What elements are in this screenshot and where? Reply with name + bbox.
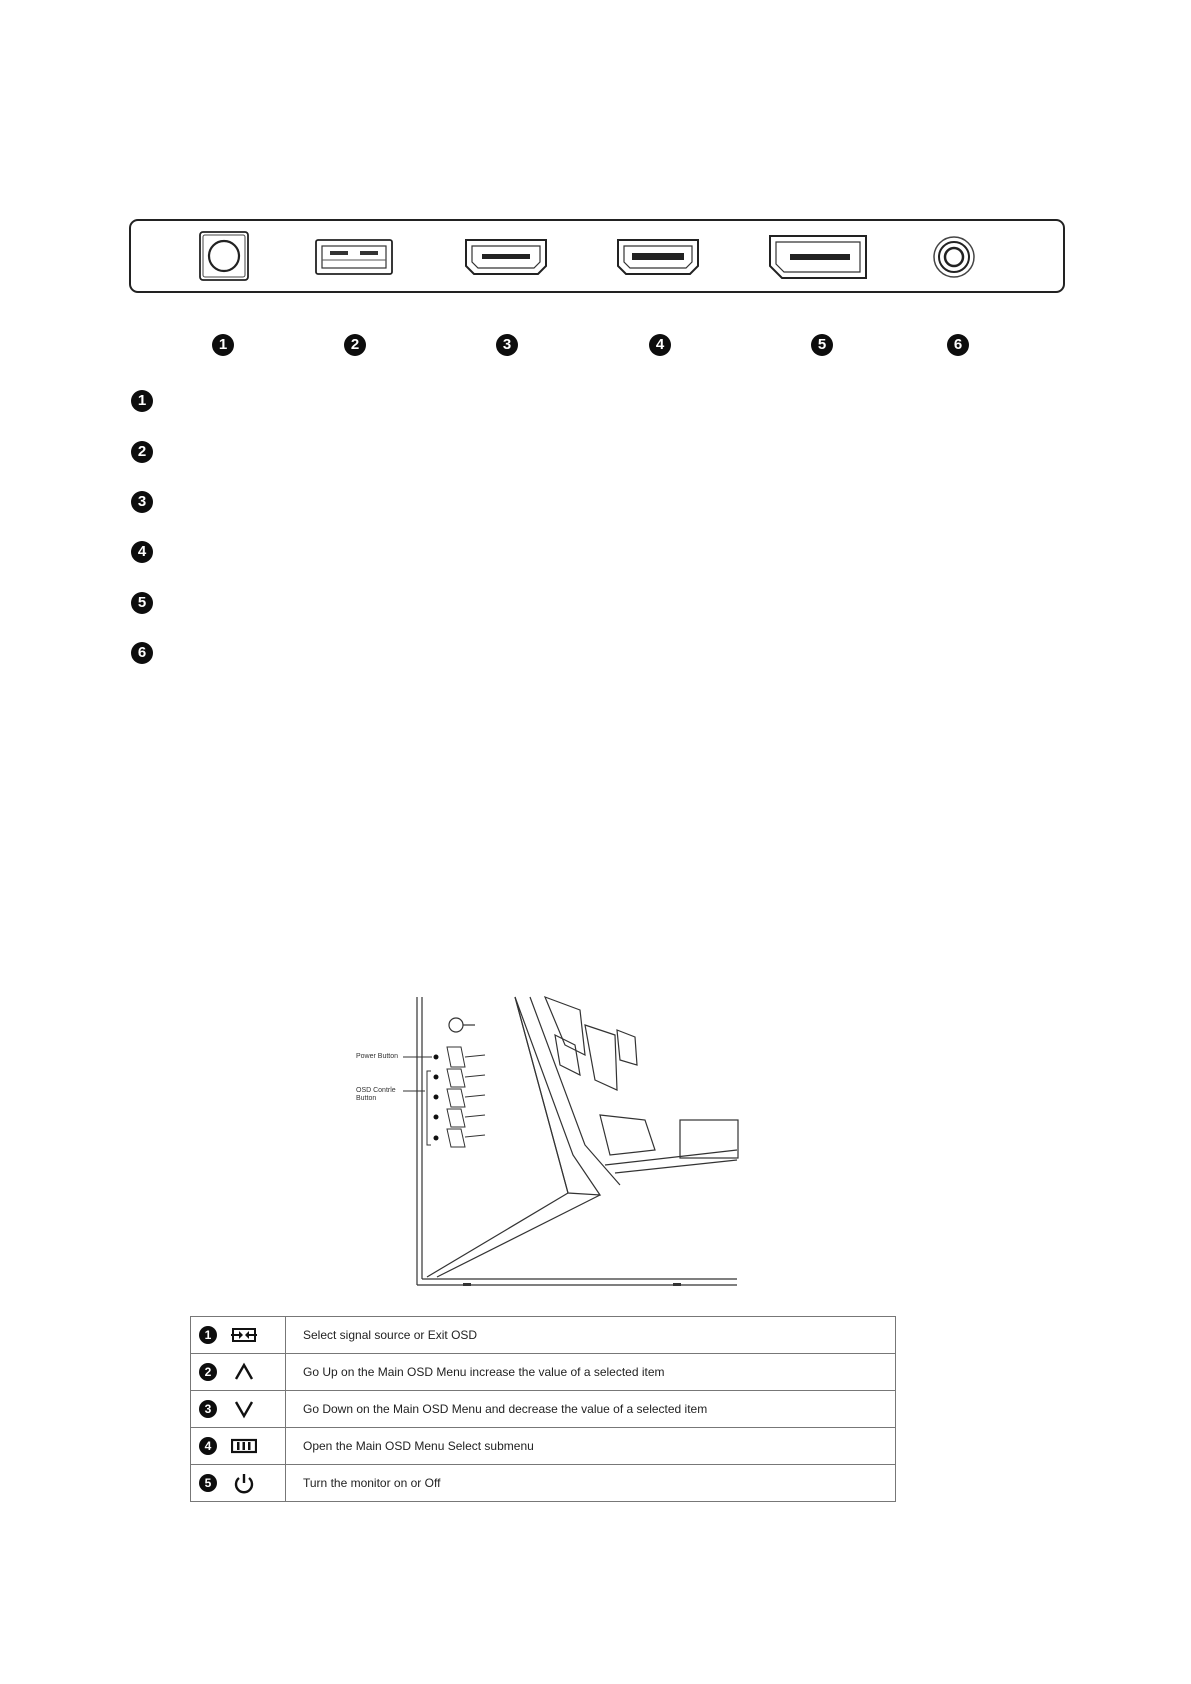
osd-label-line2: Button <box>356 1095 377 1102</box>
row-number: 1 <box>199 1326 217 1344</box>
rear-io-panel <box>129 219 1065 293</box>
port-list-marker-5: 5 <box>131 592 153 614</box>
monitor-side-view-drawing <box>403 995 739 1286</box>
port-list-marker-1: 1 <box>131 390 153 412</box>
port-marker-5: 5 <box>811 334 833 356</box>
hdmi-port-icon <box>617 239 699 275</box>
table-row: 5 Turn the monitor on or Off <box>190 1464 896 1502</box>
audio-jack-icon <box>933 236 975 278</box>
port-list-marker-6: 6 <box>131 642 153 664</box>
power-icon <box>234 1474 254 1494</box>
key-cell: 1 <box>190 1316 286 1354</box>
dc-power-jack-icon <box>199 231 249 281</box>
usb-port-icon <box>315 239 393 275</box>
port-list-marker-3: 3 <box>131 491 153 513</box>
osd-description: Go Up on the Main OSD Menu increase the … <box>285 1353 896 1391</box>
table-row: 2 Go Up on the Main OSD Menu increase th… <box>190 1353 896 1391</box>
osd-label-line1: OSD Contrle <box>356 1087 396 1094</box>
row-number: 2 <box>199 1363 217 1381</box>
port-marker-6: 6 <box>947 334 969 356</box>
key-cell: 5 <box>190 1464 286 1502</box>
port-list-marker-2: 2 <box>131 441 153 463</box>
chevron-down-icon <box>234 1401 254 1419</box>
key-cell: 2 <box>190 1353 286 1391</box>
key-cell: 4 <box>190 1427 286 1465</box>
osd-description: Go Down on the Main OSD Menu and decreas… <box>285 1390 896 1428</box>
table-row: 4 Open the Main OSD Menu Select submenu <box>190 1427 896 1465</box>
osd-description: Open the Main OSD Menu Select submenu <box>285 1427 896 1465</box>
osd-button-table: 1 Select signal source or Exit OSD 2 Go … <box>190 1316 896 1502</box>
port-marker-2: 2 <box>344 334 366 356</box>
power-button-label: Power Button <box>356 1053 399 1060</box>
source-exit-icon <box>231 1328 257 1342</box>
osd-description: Select signal source or Exit OSD <box>285 1316 896 1354</box>
row-number: 4 <box>199 1437 217 1455</box>
port-marker-3: 3 <box>496 334 518 356</box>
table-row: 3 Go Down on the Main OSD Menu and decre… <box>190 1390 896 1428</box>
menu-icon <box>231 1438 257 1454</box>
key-cell: 3 <box>190 1390 286 1428</box>
port-marker-4: 4 <box>649 334 671 356</box>
osd-control-button-label: OSD Contrle Button <box>356 1087 396 1103</box>
row-number: 5 <box>199 1474 217 1492</box>
port-marker-1: 1 <box>212 334 234 356</box>
hdmi-port-icon <box>465 239 547 275</box>
osd-description: Turn the monitor on or Off <box>285 1464 896 1502</box>
table-row: 1 Select signal source or Exit OSD <box>190 1316 896 1354</box>
port-list-marker-4: 4 <box>131 541 153 563</box>
chevron-up-icon <box>234 1362 254 1380</box>
displayport-icon <box>769 235 867 279</box>
row-number: 3 <box>199 1400 217 1418</box>
